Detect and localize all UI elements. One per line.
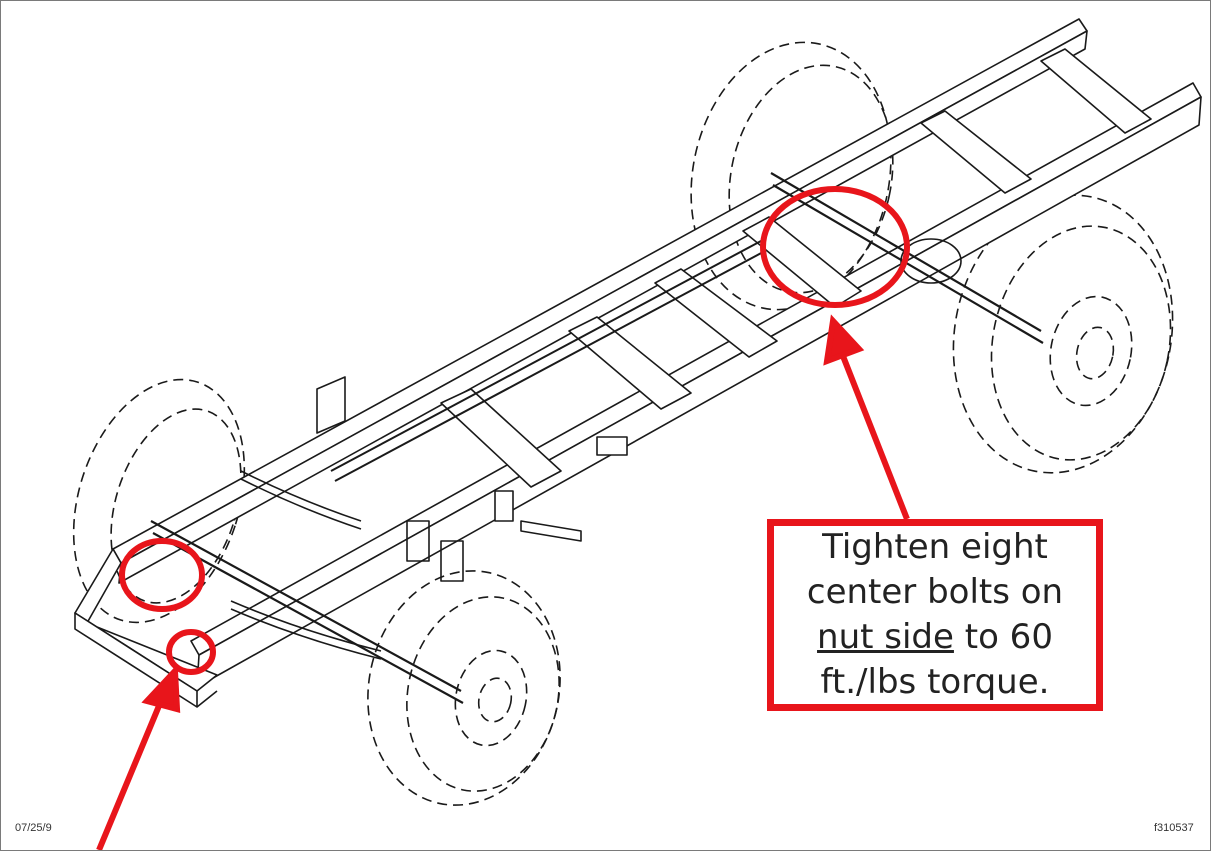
callout-line-4: ft./lbs torque. [820, 662, 1050, 702]
highlight-circle-front-bolt [166, 629, 216, 675]
callout-underlined-phrase: nut side [817, 617, 954, 657]
callout-line-2: center bolts on [806, 572, 1064, 612]
callout-line-1: Tighten eight [822, 527, 1048, 567]
arrow-callout-head [823, 314, 865, 366]
date-code: 07/25/9 [15, 822, 52, 834]
highlight-circle-front-bracket [119, 538, 205, 612]
crossmembers [440, 48, 1152, 488]
left-frame-rail [112, 18, 1088, 584]
rear-right-wheel [952, 194, 1174, 474]
front-left-wheel [72, 378, 246, 624]
rear-left-wheel [690, 41, 894, 311]
arrow-lower-shaft [96, 699, 164, 850]
arrow-lower-head [141, 663, 181, 713]
arrow-callout-shaft [838, 349, 910, 521]
figure-id: f310537 [1154, 822, 1194, 834]
torque-instruction-callout: Tighten eight center bolts on nut side t… [767, 519, 1103, 711]
front-suspension [150, 470, 464, 704]
callout-text: Tighten eight center bolts on nut side t… [807, 525, 1063, 705]
callout-line-3-rest: to 60 [953, 617, 1053, 657]
callout-line-3: nut side to 60 [807, 615, 1063, 660]
front-right-wheel [367, 570, 561, 806]
highlight-circle-center-crossmember [760, 186, 910, 308]
outrigger-brackets [316, 376, 628, 542]
front-crossmember [74, 548, 218, 708]
